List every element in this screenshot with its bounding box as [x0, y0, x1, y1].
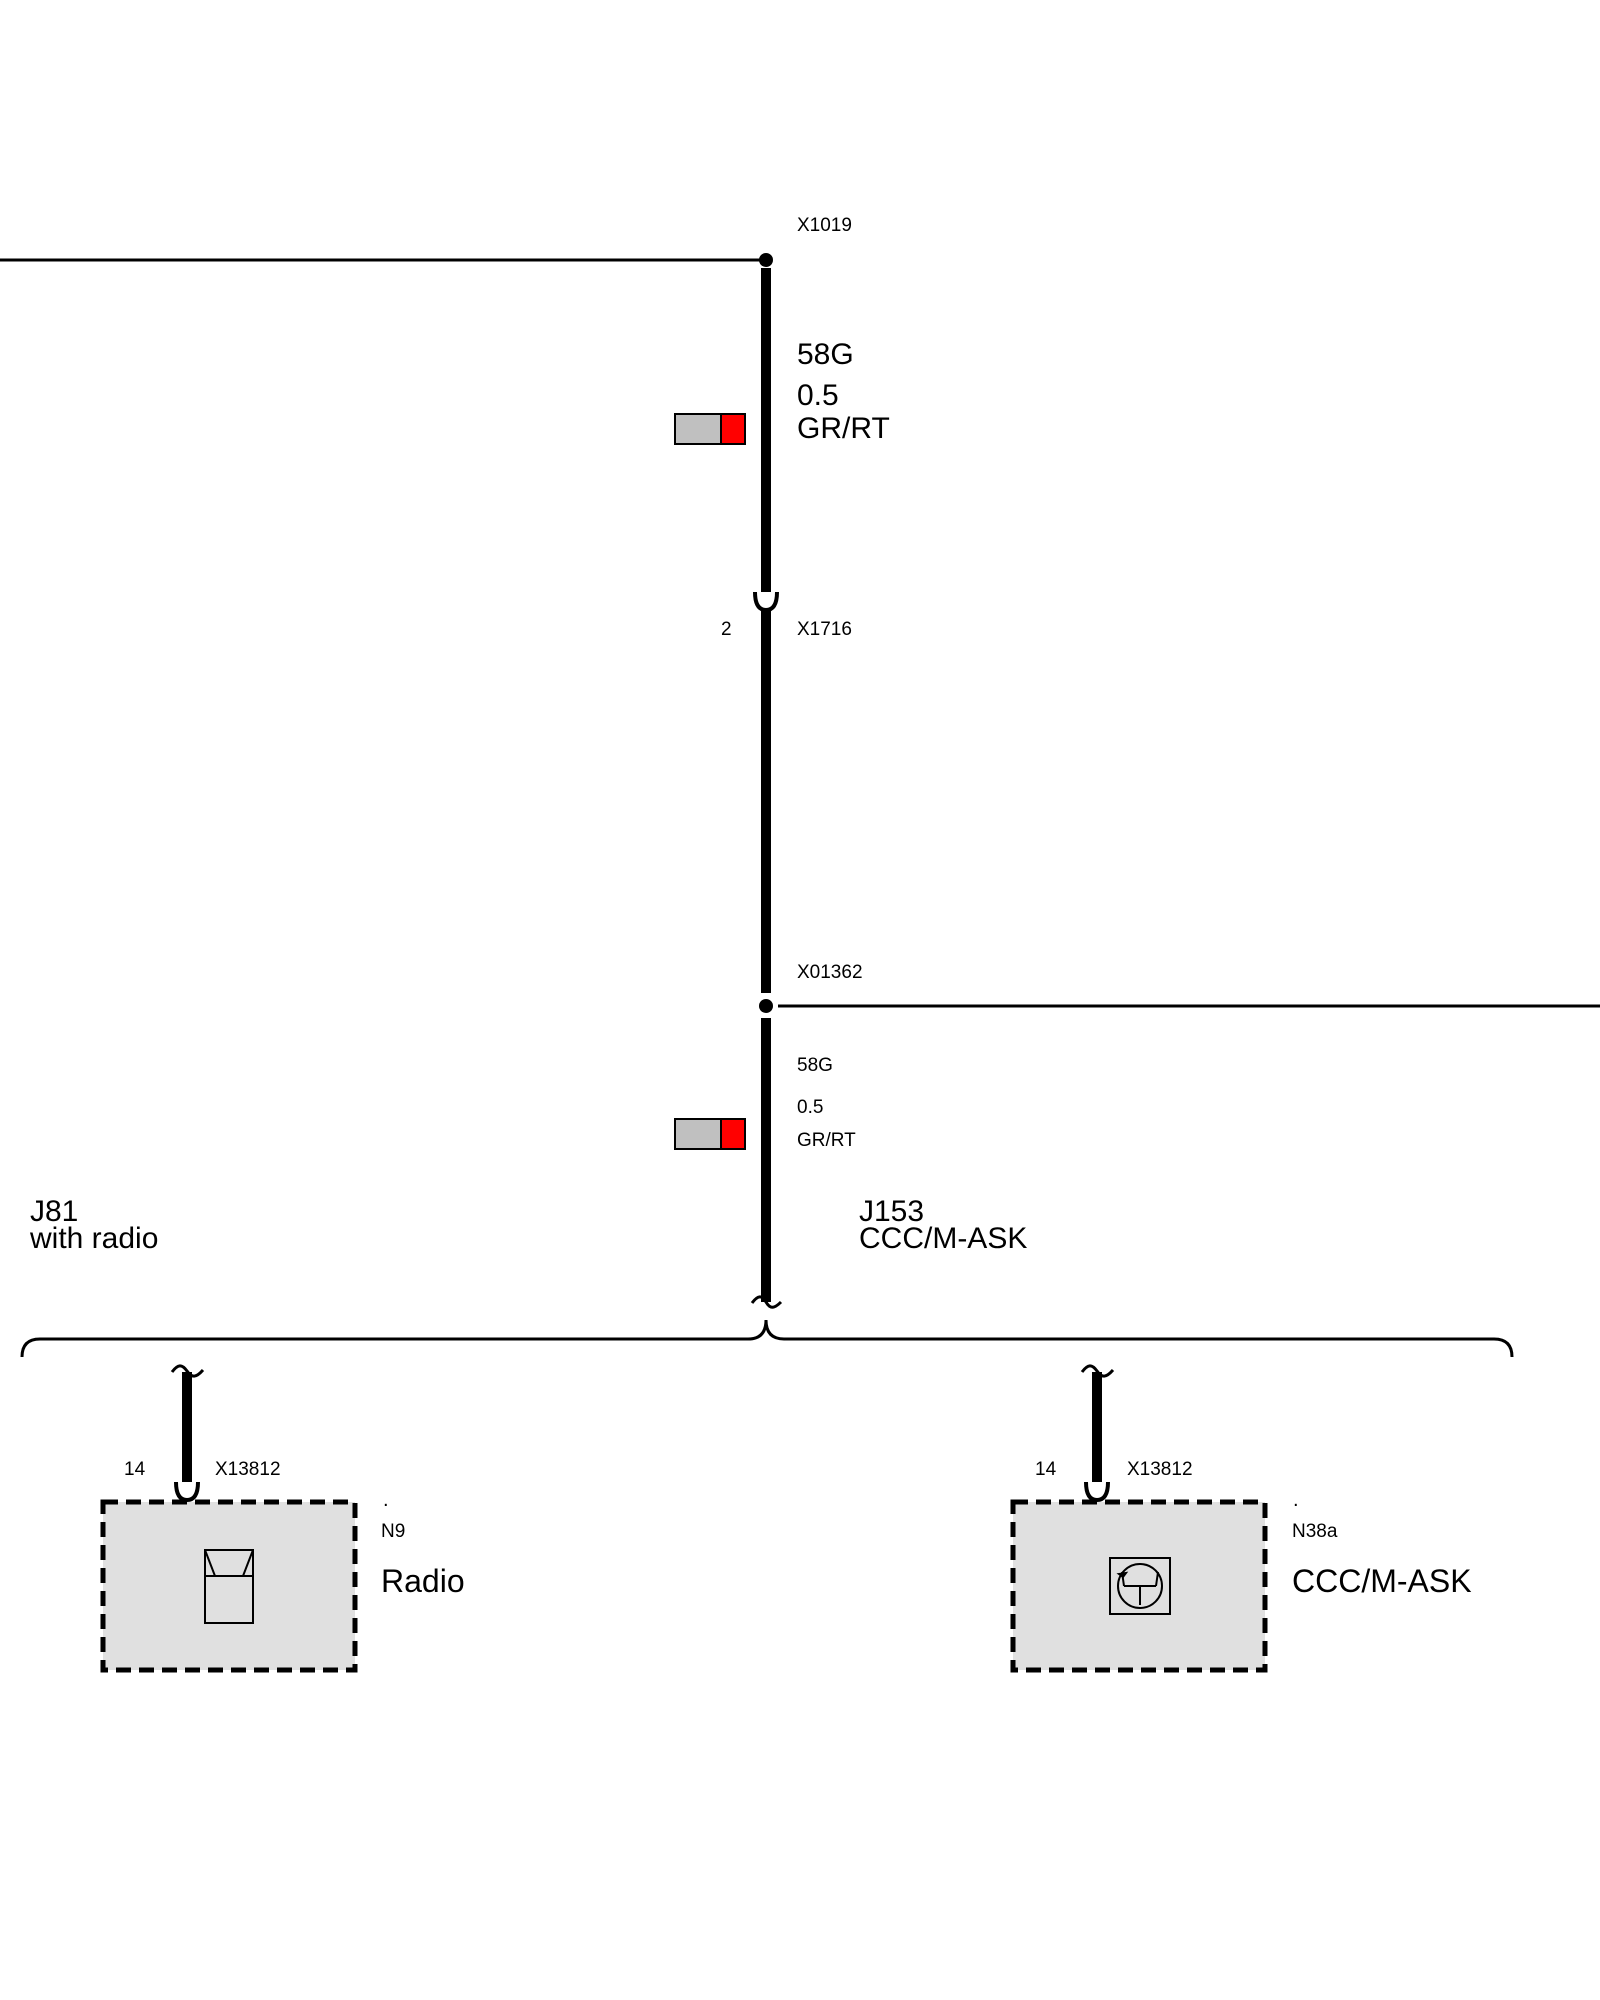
wire-color-swatch-red: [720, 413, 746, 445]
variant-text: with radio: [30, 1222, 159, 1255]
variant-code: J153: [859, 1195, 925, 1228]
pin-number: 2: [721, 619, 732, 640]
transistor-icon: [1109, 1557, 1171, 1615]
wire-color-swatch-grey: [674, 1118, 722, 1150]
junction-x1019: [759, 253, 773, 267]
connector-x13812-symbol: [174, 1481, 200, 1503]
variant-text: CCC/M-ASK: [859, 1222, 1028, 1255]
variant-brace: [20, 1319, 1514, 1358]
connector-id: X1716: [797, 619, 852, 640]
wire-gauge: 0.5: [797, 1097, 824, 1118]
wire-code: 58G: [797, 338, 854, 371]
pin-number: 14: [124, 1459, 146, 1480]
radio-unit-icon: [204, 1549, 254, 1624]
connector-id: X13812: [1127, 1459, 1193, 1480]
wire-end-tilde: [750, 1295, 783, 1309]
module-mark: .: [383, 1489, 389, 1511]
junction-x01362: [759, 999, 773, 1013]
connector-id: X1019: [797, 215, 852, 236]
wire-gauge: 0.5: [797, 379, 839, 412]
module-id: N38a: [1292, 1521, 1338, 1542]
module-name: Radio: [381, 1563, 465, 1599]
connector-x13812-symbol: [1084, 1481, 1110, 1503]
connector-x1716-symbol: [753, 591, 779, 613]
wire-code: 58G: [797, 1055, 833, 1076]
wire-color-code: GR/RT: [797, 1130, 856, 1151]
module-id: N9: [381, 1521, 406, 1542]
wire-end-tilde: [1080, 1364, 1115, 1378]
wire-color-code: GR/RT: [797, 412, 890, 445]
variant-code: J81: [30, 1195, 79, 1228]
splice-id: X01362: [797, 962, 863, 983]
wire-end-tilde: [170, 1364, 205, 1378]
wire-color-swatch-red: [720, 1118, 746, 1150]
connector-id: X13812: [215, 1459, 281, 1480]
wire-color-swatch-grey: [674, 413, 722, 445]
module-name: CCC/M-ASK: [1292, 1563, 1472, 1599]
pin-number: 14: [1035, 1459, 1057, 1480]
module-mark: .: [1293, 1489, 1299, 1511]
